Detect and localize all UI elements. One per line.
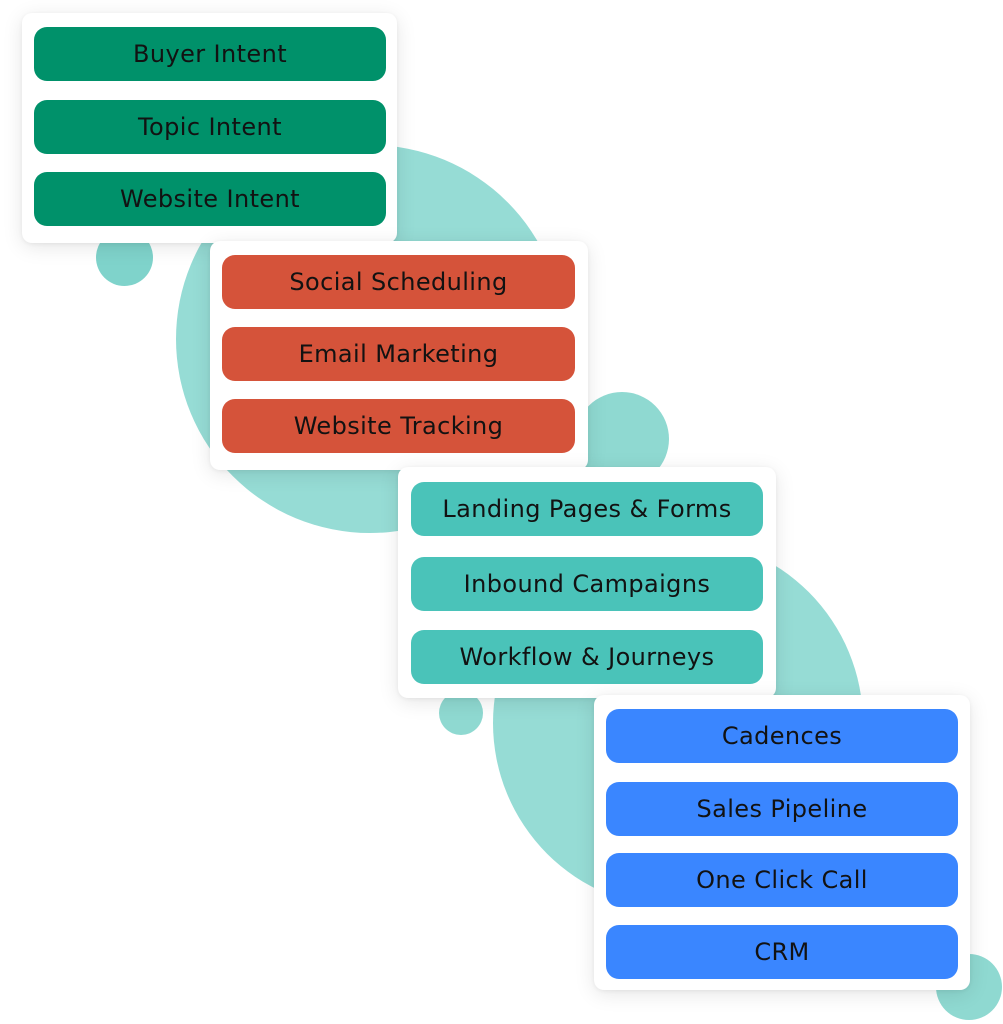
email-marketing-button[interactable]: Email Marketing (222, 327, 575, 381)
topic-intent-button[interactable]: Topic Intent (34, 100, 386, 154)
social-scheduling-button[interactable]: Social Scheduling (222, 255, 575, 309)
inbound-campaigns-button[interactable]: Inbound Campaigns (411, 557, 763, 611)
inbound-card: Landing Pages & Forms Inbound Campaigns … (398, 467, 776, 698)
background-circle-small-3 (439, 691, 483, 735)
buyer-intent-button[interactable]: Buyer Intent (34, 27, 386, 81)
landing-pages-forms-button[interactable]: Landing Pages & Forms (411, 482, 763, 536)
cadences-button[interactable]: Cadences (606, 709, 958, 763)
website-intent-button[interactable]: Website Intent (34, 172, 386, 226)
sales-pipeline-button[interactable]: Sales Pipeline (606, 782, 958, 836)
website-tracking-button[interactable]: Website Tracking (222, 399, 575, 453)
intent-card: Buyer Intent Topic Intent Website Intent (22, 13, 397, 243)
one-click-call-button[interactable]: One Click Call (606, 853, 958, 907)
sales-card: Cadences Sales Pipeline One Click Call C… (594, 695, 970, 990)
marketing-card: Social Scheduling Email Marketing Websit… (210, 241, 588, 470)
crm-button[interactable]: CRM (606, 925, 958, 979)
workflow-journeys-button[interactable]: Workflow & Journeys (411, 630, 763, 684)
